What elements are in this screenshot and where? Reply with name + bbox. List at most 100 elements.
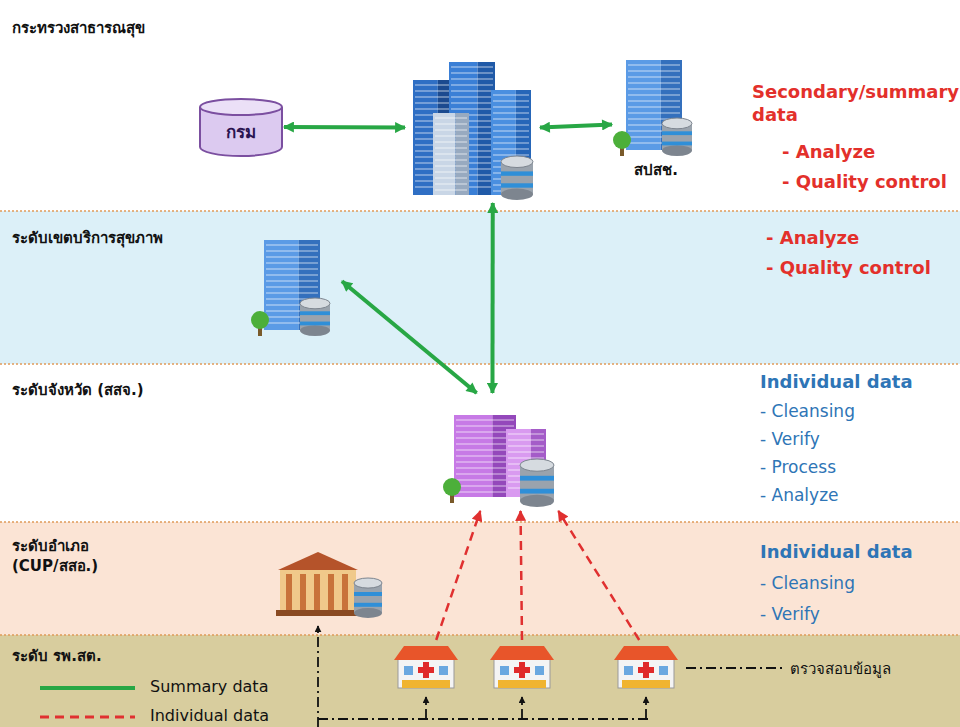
text-holder: - Cleansing <box>760 400 950 422</box>
icon-group <box>276 552 382 618</box>
roof <box>278 552 358 570</box>
text-holder: ระดับอำเภอ (CUP/สสอ.) <box>12 536 137 577</box>
window-row <box>266 280 318 282</box>
window-row <box>456 425 514 427</box>
text-holder: - Quality control <box>782 170 952 193</box>
database-band <box>300 311 330 315</box>
database-top <box>662 118 692 129</box>
window-row <box>456 443 514 445</box>
window-row <box>266 268 318 270</box>
icon-illustration <box>612 640 680 692</box>
window-row <box>493 118 529 120</box>
database-band <box>520 489 554 494</box>
window-row <box>415 90 451 92</box>
window-row <box>451 96 493 98</box>
band-separators <box>0 211 960 635</box>
level-task-text: Individual data <box>760 540 950 563</box>
clinic-roof <box>614 646 678 660</box>
text-holder: ระดับจังหวัด (สสจ.) <box>12 380 312 400</box>
database-band <box>501 183 533 187</box>
window-row <box>493 130 529 132</box>
column <box>342 574 348 610</box>
window-row <box>451 90 493 92</box>
text-holder: ระดับ รพ.สต. <box>12 646 312 666</box>
level-band: ระดับเขตบริการสุขภาพ- Analyze- Quality c… <box>0 211 960 364</box>
database-band <box>354 603 382 607</box>
window-row <box>456 431 514 433</box>
window-row <box>508 445 544 447</box>
icon-label: สปสช. <box>634 158 678 182</box>
icon-group <box>251 240 330 336</box>
window-row <box>456 485 514 487</box>
text-holder: - Verify <box>760 603 950 625</box>
window <box>404 666 413 675</box>
database-illustration <box>520 459 554 507</box>
window-row <box>628 106 680 108</box>
band-ground <box>0 635 960 727</box>
window-row <box>435 129 467 131</box>
database-illustration <box>354 578 382 618</box>
dash-dot-line <box>521 697 523 719</box>
level-band: ระดับ รพ.สต. <box>0 635 960 727</box>
icon-group <box>613 60 692 156</box>
database-base <box>354 608 382 618</box>
icon-group <box>413 62 533 200</box>
icon-illustration <box>440 393 562 511</box>
database-base <box>501 188 533 200</box>
icon-illustration <box>272 548 388 620</box>
window-row <box>266 256 318 258</box>
icon-illustration <box>405 58 540 203</box>
level-heading: ระดับจังหวัด (สสจ.) <box>12 380 312 400</box>
window-row <box>456 467 514 469</box>
level-task-text: - Analyze <box>766 226 936 249</box>
dash-dot-line <box>425 697 427 719</box>
level-task-text: Individual data <box>760 370 950 393</box>
icon-group <box>200 99 282 156</box>
column <box>286 574 292 610</box>
window-row <box>435 189 467 191</box>
window-row <box>456 479 514 481</box>
text-holder: สปสช. <box>634 158 678 182</box>
nhso-building: สปสช. <box>612 58 700 186</box>
health-station-building <box>488 640 556 692</box>
level-task-text: - Analyze <box>760 484 950 506</box>
window-row <box>415 84 451 86</box>
tree-illustration <box>251 311 269 336</box>
window <box>624 666 633 675</box>
window-row <box>266 292 318 294</box>
text-holder: - Quality control <box>766 256 936 279</box>
tower-illustration <box>433 113 469 195</box>
window-row <box>508 451 544 453</box>
window-row <box>508 439 544 441</box>
window-row <box>435 183 467 185</box>
window-row <box>451 66 493 68</box>
database-base <box>300 325 330 336</box>
window <box>659 666 668 675</box>
province-building <box>440 393 562 511</box>
window-row <box>415 108 451 110</box>
window-row <box>435 147 467 149</box>
window <box>535 666 544 675</box>
window-row <box>451 72 493 74</box>
window-row <box>456 461 514 463</box>
text-holder: Secondary/summary data <box>752 80 957 127</box>
database-band <box>662 131 692 135</box>
clinic-stripe <box>622 680 670 688</box>
window-row <box>435 141 467 143</box>
individual-data-arrow <box>436 511 480 640</box>
building-base <box>276 610 360 616</box>
window <box>439 666 448 675</box>
summary-data-arrow <box>284 125 405 130</box>
window-row <box>451 78 493 80</box>
text-holder: - Verify <box>760 428 950 450</box>
window-row <box>435 165 467 167</box>
window-row <box>451 108 493 110</box>
health-station-building <box>612 640 680 692</box>
window-row <box>435 123 467 125</box>
legend-sample <box>40 686 135 690</box>
summary-data-arrow <box>540 125 612 128</box>
window-row <box>493 106 529 108</box>
legend-sample <box>40 716 135 719</box>
tree-crown <box>613 131 631 149</box>
